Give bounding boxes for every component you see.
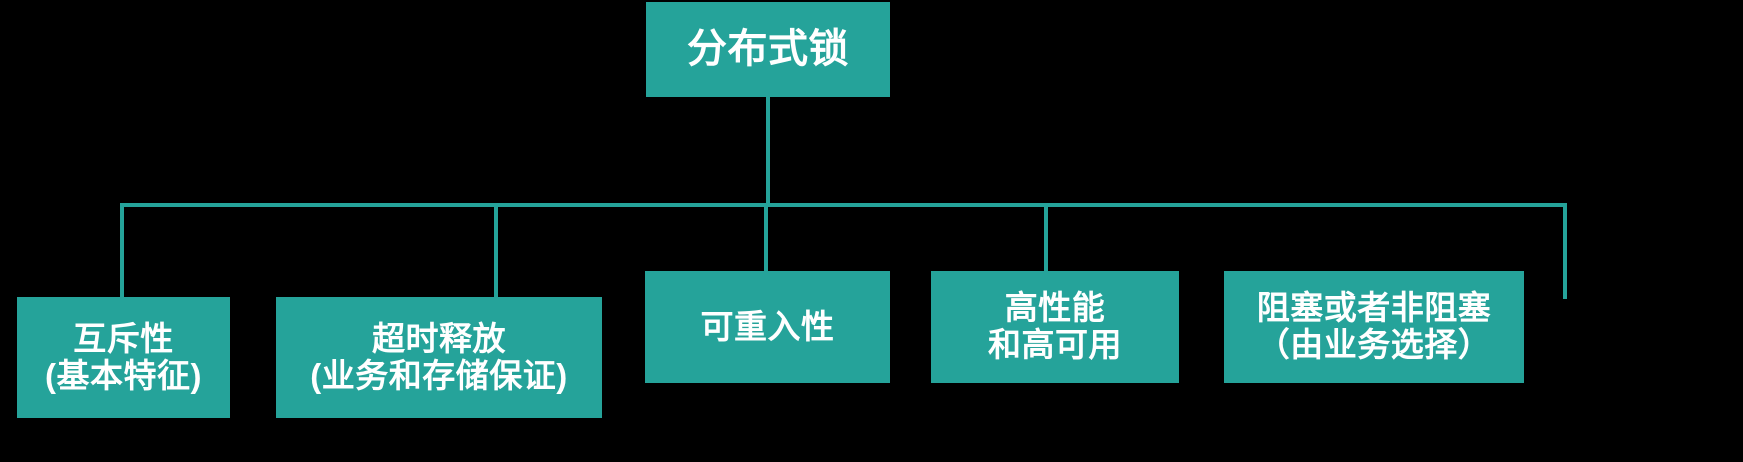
- connector-drop-child-5: [1563, 203, 1567, 299]
- child-node-timeout-release-line1: 超时释放: [372, 319, 506, 357]
- connector-drop-child-3: [764, 203, 768, 299]
- connector-drop-child-4: [1044, 203, 1048, 299]
- child-node-mutual-exclusion-line2: (基本特征): [45, 356, 202, 394]
- connector-drop-child-1: [120, 203, 124, 299]
- child-node-mutual-exclusion-line1: 互斥性: [73, 319, 174, 357]
- child-node-high-performance[interactable]: 高性能 和高可用: [931, 271, 1179, 383]
- child-node-high-performance-line2: 和高可用: [988, 326, 1122, 363]
- connector-root-stem: [766, 97, 770, 207]
- child-node-high-performance-line1: 高性能: [1004, 289, 1106, 327]
- child-node-blocking-line2: （由业务选择）: [1256, 326, 1492, 363]
- connector-drop-child-2: [494, 203, 498, 299]
- child-node-reentrancy[interactable]: 可重入性: [645, 271, 890, 383]
- child-node-blocking-line1: 阻塞或者非阻塞: [1256, 289, 1492, 327]
- child-node-reentrancy-line1: 可重入性: [700, 307, 835, 345]
- child-node-timeout-release[interactable]: 超时释放 (业务和存储保证): [276, 297, 602, 418]
- connector-horizontal-bus: [122, 203, 1567, 207]
- child-node-blocking-or-non-blocking[interactable]: 阻塞或者非阻塞 （由业务选择）: [1224, 271, 1524, 383]
- child-node-mutual-exclusion[interactable]: 互斥性 (基本特征): [17, 297, 230, 418]
- root-node-label: 分布式锁: [687, 27, 849, 72]
- child-node-timeout-release-line2: (业务和存储保证): [310, 356, 568, 394]
- root-node-distributed-lock[interactable]: 分布式锁: [646, 2, 890, 97]
